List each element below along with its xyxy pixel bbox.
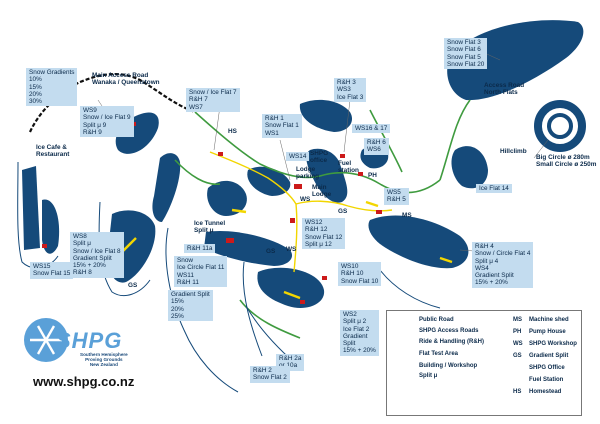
legend-ms: Machine shed — [529, 317, 569, 323]
building-lodge — [294, 184, 302, 189]
track-3 — [299, 99, 353, 132]
legend-gs: Gradient Split — [529, 353, 569, 359]
label-access-road-north: Access Road North Flats — [484, 82, 525, 97]
label-main-lodge: Main Lodge — [312, 184, 332, 199]
building-ws10 — [322, 276, 327, 280]
label-ws9: WS9 Snow / Ice Flat 9 Split μ 9 R&H 9 — [80, 106, 134, 138]
legend-hs-abbr: HS — [513, 389, 522, 395]
building-ws16 — [358, 172, 363, 176]
track-12 — [247, 166, 291, 196]
small-circle — [547, 113, 573, 139]
map-legend: Public Road SHPG Access Roads Ride & Han… — [386, 310, 582, 416]
snowflake-logo-icon — [24, 318, 68, 362]
track-14 — [451, 146, 488, 189]
track-10 — [257, 267, 325, 309]
label-rh11a: R&H 11a — [184, 244, 216, 254]
label-fuel-station: Fuel station — [338, 160, 359, 175]
building-ws3 — [340, 154, 345, 158]
label-main-access-road: Main Access Road Wanaka / Queenstown — [92, 72, 160, 87]
track-7 — [152, 153, 181, 222]
track-4 — [368, 215, 469, 269]
label-gs-c: GS — [266, 248, 276, 255]
legend-ws: SHPG Workshop — [529, 341, 577, 347]
split-mu-marks — [119, 200, 453, 300]
legend-hs: Homestead — [529, 389, 562, 395]
label-snow-ice-flat-7: Snow / Ice Flat 7 R&H 7 WS7 — [186, 88, 240, 112]
label-ws8: WS8 Split μ Snow / Ice Flat 8 Gradient S… — [70, 232, 124, 278]
legend-ph: Pump House — [529, 329, 566, 335]
legend-ws-abbr: WS — [513, 341, 523, 347]
building-ms — [376, 210, 382, 214]
label-ws12: WS12 R&H 12 Snow Flat 12 Split μ 12 — [302, 218, 346, 250]
label-gradient-split: Gradient Split 15% 20% 25% — [168, 290, 213, 322]
legend-flat-test-area: Flat Test Area — [419, 351, 459, 357]
circle-tracks — [534, 100, 586, 152]
label-ws-a: WS — [300, 196, 311, 203]
big-circle — [534, 100, 586, 152]
label-rh4: R&H 4 Snow / Circle Flat 4 Split μ 4 WS4… — [472, 242, 534, 288]
legend-ms-abbr: MS — [513, 317, 522, 323]
access-roads — [209, 151, 393, 273]
legend-gs-abbr: GS — [513, 353, 522, 359]
building-ws15 — [42, 244, 47, 248]
label-ice-tunnel: Ice Tunnel Split μ — [194, 220, 226, 235]
label-ws2: WS2 Split μ 2 Ice Flat 2 Gradient Split … — [340, 310, 379, 356]
label-big-circle: Big Circle ø 280m Small Circle ø 250m — [536, 154, 597, 169]
label-lodge-parking: Lodge parking — [296, 166, 320, 181]
legend-ph-abbr: PH — [513, 329, 522, 335]
label-rh2: R&H 2 Snow Flat 2 — [250, 366, 290, 383]
label-ws10: WS10 R&H 10 Snow Flat 10 — [338, 262, 382, 286]
website-link[interactable]: www.shpg.co.nz — [33, 374, 135, 389]
label-rh3: R&H 3 WS3 Ice Flat 3 — [334, 78, 367, 102]
label-gs-b: GS — [128, 282, 138, 289]
label-ws16: WS16 & 17 — [352, 124, 391, 134]
label-ms: MS — [402, 212, 412, 219]
label-ws15: WS15 Snow Flat 15 — [30, 262, 74, 279]
logo-name: SHPG — [56, 328, 123, 353]
label-hillclimb: Hillclimb — [500, 148, 527, 155]
ride-handling-roads — [174, 99, 471, 339]
label-hs: HS — [228, 128, 237, 135]
label-snow-gradients: Snow Gradients 10% 15% 20% 30% — [26, 68, 78, 107]
building-ws11 — [226, 238, 234, 243]
label-ws5: WS5 R&H 5 — [384, 188, 409, 205]
label-ws-b: WS — [286, 246, 297, 253]
label-shpg-office: SHPG office — [310, 150, 329, 165]
legend-fuel: Fuel Station — [529, 377, 564, 383]
legend-building: Building / Workshop — [419, 363, 478, 369]
building-ws12 — [290, 218, 295, 223]
track-central — [306, 148, 348, 203]
legend-split-mu: Split μ — [419, 373, 438, 379]
legend-ride-handling: Ride & Handling (R&H) — [419, 339, 484, 345]
label-ws14: WS14 — [286, 152, 310, 162]
legend-access-roads: SHPG Access Roads — [419, 328, 479, 334]
label-ws11: Snow Ice Circle Flat 11 WS11 R&H 11 — [174, 256, 228, 288]
track-15b — [42, 199, 60, 254]
label-ice-cafe: Ice Cafe & Restaurant — [36, 144, 70, 159]
building-hs — [218, 152, 223, 156]
logo-subtitle: Southern Hemisphere Proving Grounds New … — [80, 352, 128, 367]
label-ph: PH — [368, 172, 377, 179]
track-ice-tunnel — [207, 180, 247, 216]
label-ice-flat-14: Ice Flat 14 — [476, 184, 512, 194]
legend-public-road: Public Road — [419, 317, 454, 323]
track-15 — [22, 166, 40, 250]
legend-office: SHPG Office — [529, 365, 565, 371]
label-snow-flats: Snow Flat 3 Snow Flat 6 Snow Flat 5 Snow… — [444, 38, 488, 70]
label-rh1: R&H 1 Snow Flat 1 WS1 — [262, 114, 302, 138]
building-ws2 — [300, 300, 305, 304]
label-rh6: R&H 6 WS6 — [364, 138, 389, 155]
label-gs-a: GS — [338, 208, 348, 215]
